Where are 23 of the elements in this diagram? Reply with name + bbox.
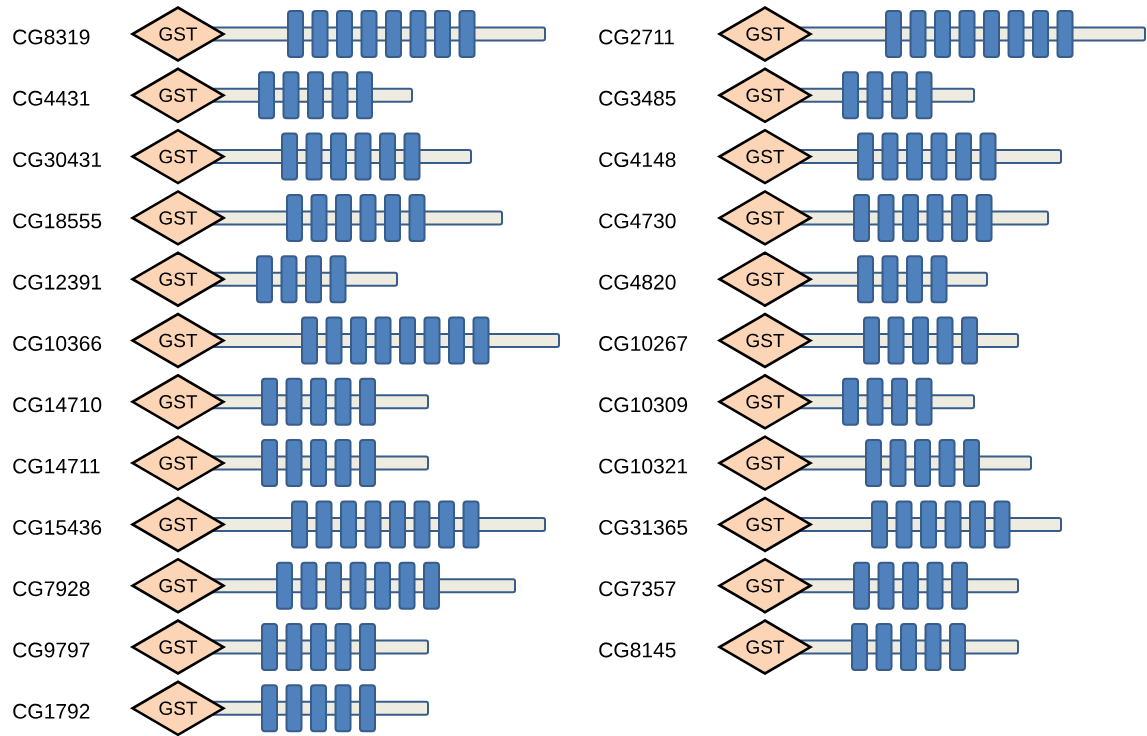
gene-label: CG2711 <box>599 29 674 45</box>
gene-label: CG9797 <box>13 642 90 658</box>
gene-label: CG10309 <box>599 397 688 413</box>
gene-label: CG8145 <box>599 642 676 658</box>
gene-label: CG4730 <box>599 213 676 229</box>
gene-label: CG7357 <box>599 581 676 597</box>
gene-label: CG4148 <box>599 152 676 168</box>
gene-label: CG3485 <box>599 90 676 106</box>
gene-label: CG14711 <box>13 458 100 474</box>
gene-label: CG10321 <box>599 458 688 474</box>
gene-label: CG10366 <box>13 336 102 351</box>
gene-label: CG30431 <box>13 152 102 168</box>
gene-label: CG12391 <box>13 274 102 290</box>
gene-label: CG4820 <box>599 274 676 290</box>
gene-label: CG7928 <box>13 581 90 597</box>
gene-label: CG31365 <box>599 519 688 535</box>
gene-label: CG8319 <box>13 29 90 45</box>
gene-label: CG15436 <box>13 519 102 535</box>
gene-label: CG4431 <box>13 90 90 106</box>
gene-label: CG14710 <box>13 397 102 413</box>
gene-label: CG18555 <box>13 213 102 229</box>
gene-label: CG10267 <box>599 336 688 351</box>
gene-label: CG1792 <box>13 703 90 719</box>
